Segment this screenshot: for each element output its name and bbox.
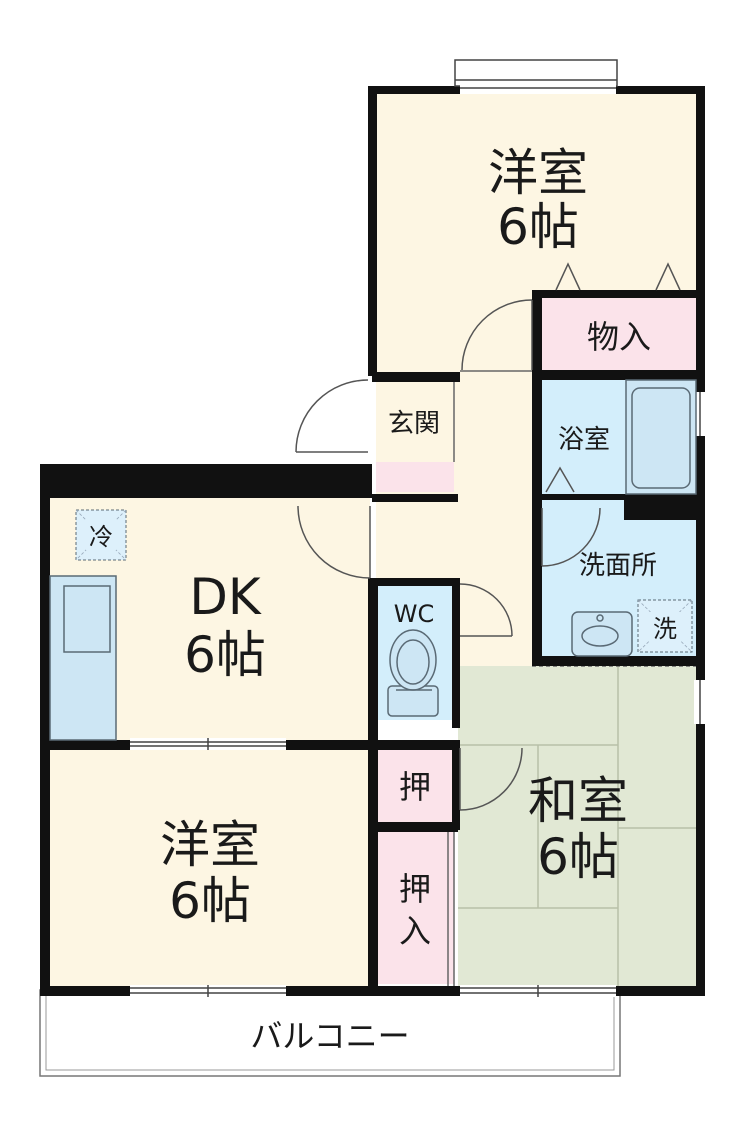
washer-symbol: 洗 (653, 615, 677, 643)
bath-door-marker (545, 466, 575, 493)
entrance-label: 玄関 (388, 409, 440, 439)
bath-label: 浴室 (558, 425, 610, 455)
window-top-inner (460, 84, 616, 94)
dk-size: 6帖 (184, 626, 266, 684)
wall-wc-top (368, 578, 458, 586)
wc-label: WC (394, 600, 435, 628)
toilet-icon (387, 629, 439, 717)
oshi-small-label: 押 (399, 768, 431, 806)
fixtures: 冷 洗 (49, 379, 697, 741)
japanese-name: 和室 (528, 772, 628, 830)
japanese-size: 6帖 (537, 828, 619, 886)
door-dk (297, 505, 371, 579)
door-western-top (461, 299, 533, 371)
bathtub-icon (625, 379, 697, 495)
wall-oshi-right (452, 750, 460, 830)
wall-closet-left (532, 290, 542, 666)
wall-closet-top (532, 290, 704, 298)
western-top-size: 6帖 (497, 198, 579, 256)
balcony: バルコニー (39, 989, 621, 1077)
western-bottom-floor (48, 748, 370, 986)
closet-top-floor (542, 298, 696, 370)
wall-entrance-bottom (372, 494, 458, 502)
entrance-floor (376, 380, 454, 460)
door-wc (459, 583, 513, 637)
oshiire-floor (378, 832, 454, 984)
western-bottom-name: 洋室 (160, 816, 260, 874)
washroom-label: 洗面所 (579, 551, 657, 581)
wall-center-vertical (368, 578, 378, 996)
doors (295, 262, 681, 811)
oshiire-label-top: 押 (399, 870, 431, 908)
dk-name: DK (189, 568, 262, 626)
windows (130, 59, 706, 997)
wall-wc-right (452, 578, 460, 728)
door-entrance (295, 379, 369, 453)
kitchen-sink-icon (49, 575, 117, 741)
closet-door-marker-left (555, 262, 581, 291)
closet-top-label: 物入 (587, 318, 651, 356)
wall-entrance-divider (372, 372, 460, 382)
wall-oshi-bottom (372, 822, 458, 832)
western-top-name: 洋室 (488, 144, 588, 202)
door-washroom (541, 507, 601, 567)
wall-dk-top-ext (40, 464, 370, 474)
wall-bath-bottom-right (624, 494, 704, 520)
door-japanese (459, 747, 523, 811)
wall-left (40, 464, 50, 996)
tatami-lines (458, 666, 696, 986)
wall-top-left (368, 86, 377, 376)
window-top (454, 59, 618, 87)
wall-right (696, 86, 705, 996)
western-bottom-size: 6帖 (169, 872, 251, 930)
wall-washroom-bottom (532, 656, 704, 666)
wash-basin-icon (571, 611, 633, 657)
entrance-shoe-storage (376, 462, 454, 492)
japanese-floor (458, 666, 696, 986)
balcony-label: バルコニー (250, 1017, 409, 1055)
fridge-icon: 冷 (75, 509, 127, 561)
closet-door-marker-right (655, 262, 681, 291)
fridge-symbol: 冷 (89, 523, 113, 551)
washer-icon: 洗 (637, 599, 693, 653)
oshi-small-floor (378, 750, 454, 824)
wall-closet-bottom (532, 370, 704, 380)
room-labels: 洋室 6帖 DK 6帖 洋室 6帖 和室 6帖 物入 玄関 浴室 洗面所 WC … (160, 144, 657, 950)
oshiire-label-bottom: 入 (399, 912, 431, 950)
balcony-area (39, 989, 621, 1077)
wall-bath-bottom (532, 494, 624, 500)
